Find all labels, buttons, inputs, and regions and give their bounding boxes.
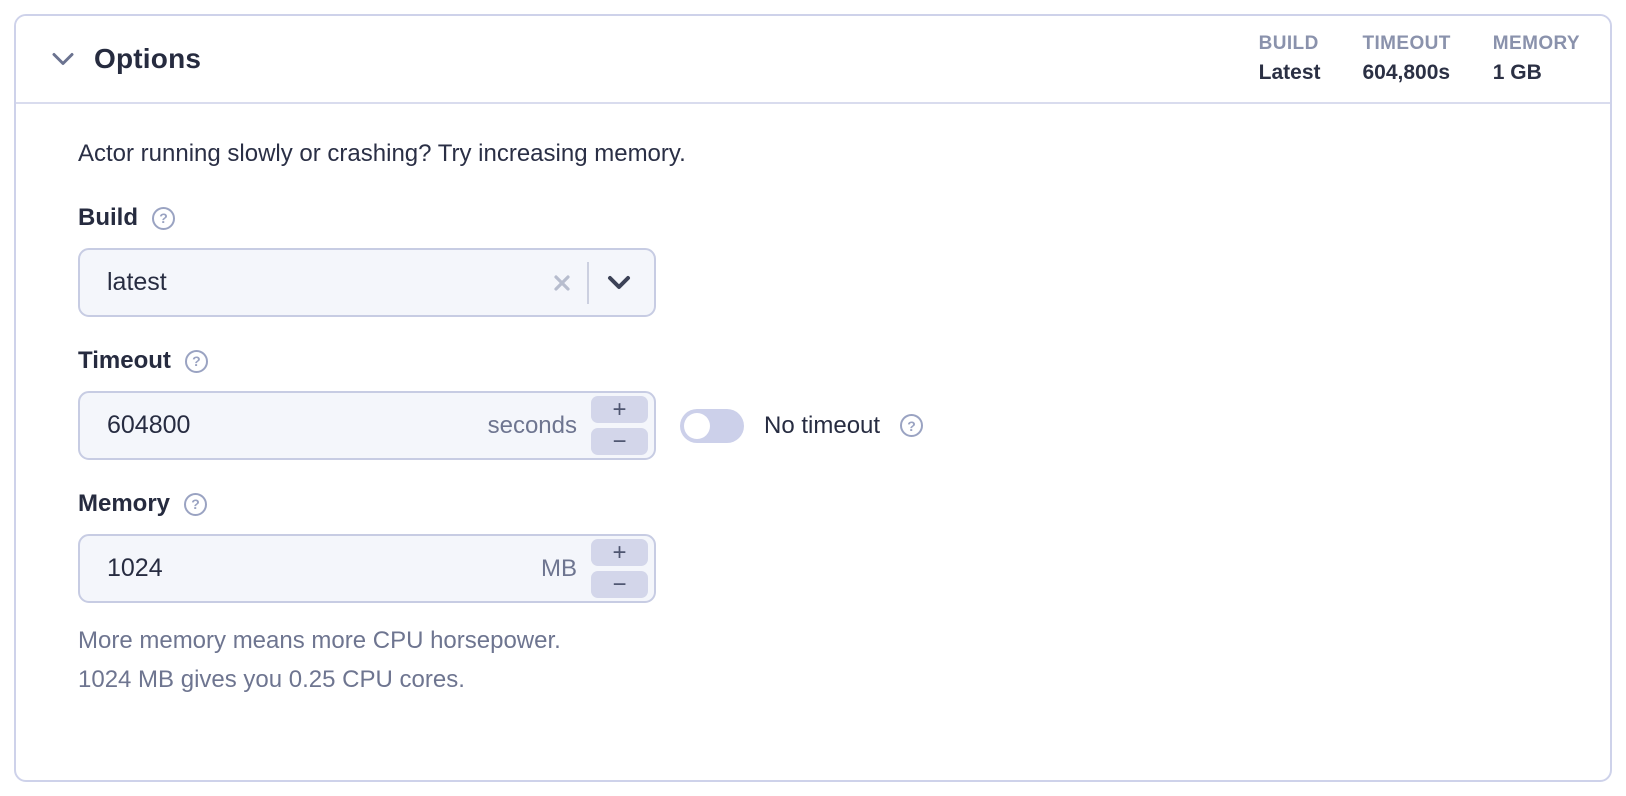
no-timeout-help-icon[interactable]: ? [900, 414, 924, 437]
summary-memory-label: MEMORY [1492, 33, 1580, 54]
toggle-knob [684, 412, 710, 439]
clear-icon[interactable] [547, 268, 577, 298]
options-panel: Options BUILD Latest TIMEOUT 604,800s ME… [14, 14, 1612, 782]
no-timeout-toggle[interactable] [680, 408, 744, 443]
timeout-input[interactable] [80, 393, 488, 458]
memory-decrement-button[interactable]: − [591, 571, 648, 598]
options-panel-body: Actor running slowly or crashing? Try in… [16, 104, 1610, 699]
timeout-input-shell: seconds + − [78, 391, 656, 460]
summary-timeout-value: 604,800s [1362, 61, 1451, 84]
summary-timeout-label: TIMEOUT [1362, 33, 1451, 54]
timeout-help-icon[interactable]: ? [184, 349, 208, 373]
summary-memory: MEMORY 1 GB [1493, 33, 1580, 85]
panel-title: Options [94, 43, 202, 74]
build-help-icon[interactable]: ? [152, 206, 175, 230]
timeout-unit: seconds [487, 411, 577, 439]
summary-build: BUILD Latest [1259, 33, 1321, 85]
header-summary: BUILD Latest TIMEOUT 604,800s MEMORY 1 G… [1259, 33, 1584, 85]
summary-build-label: BUILD [1258, 33, 1319, 54]
timeout-label: Timeout [78, 347, 171, 374]
memory-hint-text: Actor running slowly or crashing? Try in… [78, 140, 686, 167]
build-label: Build [78, 204, 138, 231]
memory-field: Memory ? MB + − More memory means more C… [78, 490, 1546, 699]
no-timeout-label: No timeout [764, 411, 881, 439]
memory-note-line-1: More memory means more CPU horsepower. [78, 627, 561, 654]
memory-input[interactable] [80, 536, 541, 601]
options-panel-header[interactable]: Options BUILD Latest TIMEOUT 604,800s ME… [16, 16, 1610, 104]
memory-help-icon[interactable]: ? [184, 492, 208, 516]
build-dropdown-chevron-icon[interactable] [604, 268, 634, 298]
chevron-down-icon[interactable] [50, 46, 76, 72]
timeout-stepper: + − [591, 396, 648, 455]
memory-note: More memory means more CPU horsepower. 1… [78, 621, 1546, 699]
build-input[interactable] [80, 250, 547, 315]
memory-note-line-2: 1024 MB gives you 0.25 CPU cores. [78, 666, 465, 693]
timeout-increment-button[interactable]: + [591, 396, 648, 423]
memory-unit: MB [541, 554, 577, 582]
build-field: Build ? [78, 204, 1546, 317]
summary-build-value: Latest [1258, 61, 1321, 84]
memory-input-shell: MB + − [78, 534, 656, 603]
memory-stepper: + − [591, 539, 648, 598]
timeout-decrement-button[interactable]: − [591, 428, 648, 455]
summary-timeout: TIMEOUT 604,800s [1363, 33, 1451, 85]
build-combobox [78, 248, 656, 317]
memory-increment-button[interactable]: + [591, 539, 648, 566]
no-timeout-group: No timeout ? [680, 408, 924, 443]
memory-label: Memory [78, 490, 171, 517]
timeout-field: Timeout ? seconds + − No timeout [78, 347, 1546, 460]
combobox-divider [587, 261, 589, 304]
summary-memory-value: 1 GB [1492, 61, 1542, 84]
